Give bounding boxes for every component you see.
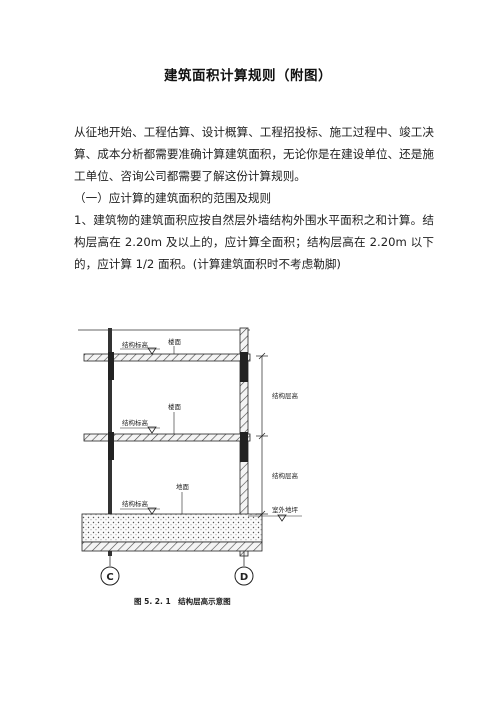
elev-marker-top	[147, 347, 157, 355]
elev-marker-mid	[147, 426, 157, 434]
outdoor-grade-marker	[277, 514, 287, 522]
figure-caption: 图 5. 2. 1 结构层高示意图	[134, 596, 231, 606]
floor-label-top: 楼面	[168, 337, 182, 346]
floor-label-mid: 楼面	[168, 402, 182, 411]
page-title: 建筑面积计算规则（附图）	[164, 68, 332, 84]
axis-c-marker	[100, 566, 120, 586]
intro-paragraph: 从征地开始、工程估算、设计概算、工程招投标、施工过程中、竣工决算、成本分析都需要…	[74, 125, 434, 183]
ground-label: 地面	[176, 482, 190, 491]
height-label-lower: 结构层高	[272, 471, 299, 480]
elev-label-bot: 结构标高	[122, 499, 149, 508]
elev-label-mid: 结构标高	[122, 418, 149, 427]
axis-d-marker	[234, 566, 254, 586]
top-slab	[83, 353, 251, 362]
height-label-upper: 结构层高	[272, 391, 299, 400]
ground-slab	[81, 541, 263, 552]
outdoor-grade-label: 室外地坪	[272, 505, 299, 514]
axis-c-label: C	[106, 572, 113, 583]
ground-fill	[81, 513, 263, 543]
elev-label-top: 结构标高	[122, 340, 149, 349]
section-heading: （一）应计算的建筑面积的范围及规则	[74, 191, 272, 205]
axis-d-label: D	[240, 572, 248, 583]
elev-marker-bot	[147, 507, 157, 515]
structure-height-figure: C D 结构标高 楼面 楼面 结构标高 地面 结构标高 结构层高 结构层高 室外…	[72, 316, 322, 616]
rule-1-paragraph: 1、建筑物的建筑面积应按自然层外墙结构外围水平面积之和计算。结构层高在 2.20…	[74, 213, 434, 271]
structure-diagram: C D 结构标高 楼面 楼面 结构标高 地面 结构标高 结构层高 结构层高 室外…	[78, 327, 302, 606]
middle-slab	[83, 433, 251, 442]
